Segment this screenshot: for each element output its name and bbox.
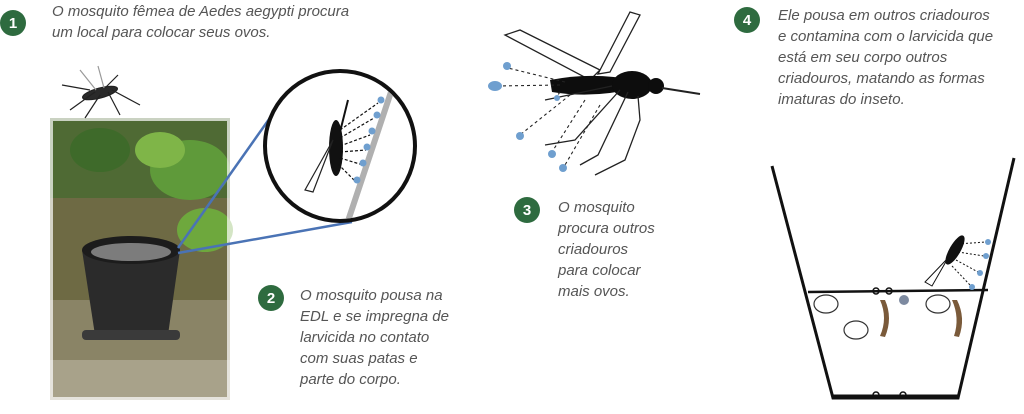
caption-line: criadouros — [558, 241, 629, 258]
caption-line: um local para colocar seus ovos. — [52, 24, 271, 41]
caption-line: parte do corpo. — [300, 371, 401, 388]
step-2-caption: O mosquito pousa na EDL e se impregna de… — [300, 285, 480, 390]
connector-line — [177, 220, 353, 255]
caption-line: O mosquito — [558, 199, 635, 216]
mosquito-flying-icon — [488, 11, 701, 176]
step-4-caption: Ele pousa em outros criadouros e contami… — [778, 5, 1022, 110]
bucket-icon — [82, 250, 180, 335]
garden-photo — [47, 115, 233, 403]
caption-line: está em seu corpo outros — [778, 49, 948, 66]
caption-line: imaturas do inseto. — [778, 91, 905, 108]
step-2-badge: 2 — [258, 285, 284, 311]
caption-line: com suas patas e — [300, 350, 418, 367]
caption-line: larvicida no contato — [300, 329, 430, 346]
caption-line: O mosquito pousa na — [300, 287, 443, 304]
step-1-badge: 1 — [0, 10, 26, 36]
step-3-badge: 3 — [514, 197, 540, 223]
step-3-caption: O mosquito procura outros criadouros par… — [558, 197, 688, 302]
caption-line: para colocar — [558, 262, 641, 279]
caption-line: Ele pousa em outros criadouros — [778, 7, 990, 24]
caption-line: criadouros, matando as formas — [778, 70, 985, 87]
mosquito-small-icon — [61, 65, 141, 119]
step-4-badge: 4 — [734, 7, 760, 33]
caption-line: procura outros — [558, 220, 655, 237]
caption-line: O mosquito fêmea de Aedes aegypti procur… — [52, 3, 350, 20]
step-1-caption: O mosquito fêmea de Aedes aegypti procur… — [52, 1, 382, 43]
connector-line — [176, 114, 274, 249]
caption-line: mais ovos. — [558, 283, 630, 300]
breeding-container-icon — [770, 157, 1016, 400]
magnifier-circle — [263, 69, 417, 223]
caption-line: EDL e se impregna de — [300, 308, 449, 325]
mosquito-landed-icon — [304, 96, 385, 193]
caption-line: e contamina com o larvicida que — [778, 28, 994, 45]
